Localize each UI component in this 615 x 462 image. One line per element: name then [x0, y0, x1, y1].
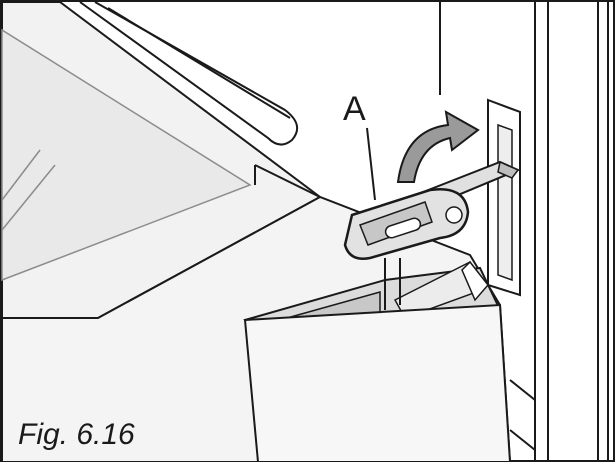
- curved-arrow-icon: [396, 110, 480, 183]
- figure-caption: Fig. 6.16: [18, 418, 135, 451]
- callout-leader: [366, 127, 376, 201]
- door-lower-block: [243, 303, 512, 462]
- oven-door-glass: [1, 1, 322, 319]
- oven-side-wall: [509, 2, 609, 462]
- callout-label: A: [343, 90, 366, 128]
- hinge-plate: [487, 98, 521, 297]
- hinge-lever-a: [343, 188, 470, 260]
- door-handle: [79, 1, 299, 146]
